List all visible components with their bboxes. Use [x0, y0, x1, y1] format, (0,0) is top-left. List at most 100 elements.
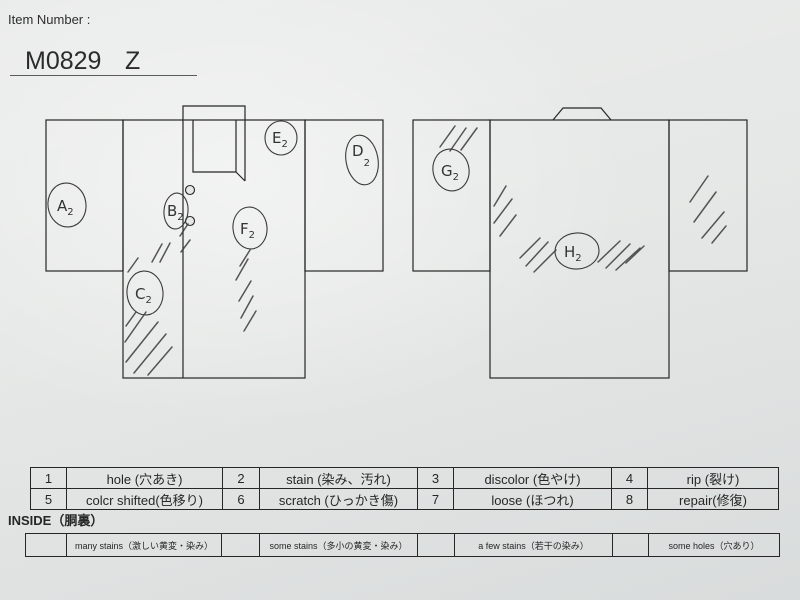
- damage-marker-f: F2: [232, 206, 268, 250]
- damage-type-label: stain (染み、汚れ): [259, 467, 418, 489]
- front-right-sleeve: [304, 119, 384, 272]
- marker-label: G2: [441, 162, 459, 183]
- damage-type-label: rip (裂け): [647, 467, 779, 489]
- marker-index: 2: [281, 139, 287, 150]
- inside-checkbox-cell: [221, 533, 260, 557]
- marker-index: 2: [145, 295, 151, 306]
- item-number-underline: [10, 75, 197, 76]
- stain-hatch-stroke: [605, 243, 631, 269]
- inside-option-label: some stains（多小の黄変・染み）: [259, 533, 418, 557]
- stain-hatch-stroke: [625, 245, 645, 264]
- stain-hatch-stroke: [615, 247, 641, 271]
- marker-label: D2: [352, 142, 370, 169]
- front-stain-hatching: [124, 223, 257, 376]
- stain-hatch-stroke: [239, 249, 251, 267]
- stain-hatch-stroke: [159, 242, 171, 263]
- stain-hatch-stroke: [597, 240, 621, 263]
- stain-hatch-stroke: [499, 214, 517, 237]
- inside-option-label: many stains（激しい黄変・染み）: [66, 533, 222, 557]
- damage-type-number: 5: [30, 488, 67, 510]
- stain-hatch-stroke: [533, 249, 557, 273]
- stain-hatch-stroke: [127, 257, 139, 273]
- stain-hatch-stroke: [439, 125, 456, 148]
- front-diagram: A2 B2 C2 D2 E2 F2: [45, 105, 384, 379]
- damage-legend-table: 1 hole (穴あき) 2 stain (染み、汚れ) 3 discolor …: [30, 467, 779, 510]
- damage-type-number: 4: [611, 467, 648, 489]
- damage-type-label: scratch (ひっかき傷): [259, 488, 418, 510]
- inside-section-title: INSIDE（胴裏）: [8, 513, 104, 528]
- damage-marker-h: H2: [554, 232, 600, 270]
- damage-type-number: 8: [611, 488, 648, 510]
- marker-circle: [232, 206, 268, 250]
- stain-hatch-stroke: [493, 185, 507, 207]
- stain-hatch-stroke: [449, 127, 467, 152]
- damage-marker-d: D2: [345, 134, 379, 186]
- marker-letter: B: [167, 202, 177, 220]
- damage-marker-c: C2: [126, 270, 164, 316]
- back-diagram: G2 H2: [412, 107, 748, 379]
- inside-option-label: a few stains（若干の染み）: [454, 533, 613, 557]
- marker-letter: C: [135, 285, 145, 303]
- stain-hatch-stroke: [180, 239, 191, 253]
- damage-marker-a: A2: [47, 182, 87, 228]
- marker-index: 2: [575, 253, 581, 264]
- marker-letter: G: [441, 162, 453, 180]
- front-collar: [182, 105, 246, 378]
- marker-index: 2: [249, 230, 255, 241]
- stain-hatch-stroke: [711, 225, 727, 244]
- damage-type-number: 1: [30, 467, 67, 489]
- back-collar: [552, 107, 612, 121]
- stain-hatch-stroke: [147, 346, 173, 376]
- inside-option-label: some holes（穴あり）: [648, 533, 780, 557]
- inside-checkbox-cell: [612, 533, 649, 557]
- stain-hatch-stroke: [460, 127, 478, 151]
- marker-circle: [264, 120, 298, 156]
- inside-row: many stains（激しい黄変・染み） some stains（多小の黄変・…: [25, 533, 780, 557]
- marker-label: C2: [135, 285, 152, 306]
- damage-marker-e: E2: [264, 120, 298, 156]
- inside-checkbox-cell: [25, 533, 67, 557]
- marker-circle: [47, 182, 87, 228]
- back-left-sleeve: [412, 119, 491, 272]
- stain-hatch-stroke: [701, 211, 725, 239]
- marker-label: E2: [272, 129, 288, 150]
- marker-letter: D: [352, 142, 364, 160]
- back-right-sleeve: [668, 119, 748, 272]
- front-tie-loop-upper: [184, 184, 196, 196]
- stain-hatch-stroke: [133, 333, 167, 374]
- item-number-suffix: Z: [125, 47, 141, 75]
- marker-index: 2: [364, 158, 370, 169]
- marker-label: H2: [564, 243, 582, 264]
- inside-condition-table: many stains（激しい黄変・染み） some stains（多小の黄変・…: [25, 533, 780, 557]
- marker-letter: A: [57, 197, 68, 215]
- damage-type-number: 7: [417, 488, 454, 510]
- damage-type-label: hole (穴あき): [66, 467, 223, 489]
- stain-hatch-stroke: [693, 191, 717, 223]
- damage-type-label: discolor (色やけ): [453, 467, 612, 489]
- marker-circle: [345, 134, 379, 186]
- stain-hatch-stroke: [125, 311, 137, 327]
- damage-marker-b: B2: [163, 192, 189, 230]
- stain-hatch-stroke: [238, 280, 252, 302]
- marker-circle: [126, 270, 164, 316]
- damage-type-number: 6: [222, 488, 260, 510]
- marker-letter: F: [240, 220, 249, 238]
- stain-hatch-stroke: [125, 321, 159, 363]
- legend-row: 5 colcr shifted(色移り) 6 scratch (ひっかき傷) 7…: [30, 488, 779, 510]
- legend-row: 1 hole (穴あき) 2 stain (染み、汚れ) 3 discolor …: [30, 467, 779, 489]
- damage-type-label: repair(修復): [647, 488, 779, 510]
- stain-hatch-stroke: [124, 311, 147, 343]
- damage-legend-body: 1 hole (穴あき) 2 stain (染み、汚れ) 3 discolor …: [30, 467, 779, 510]
- damage-marker-g: G2: [432, 148, 470, 192]
- marker-index: 2: [177, 212, 183, 223]
- inside-checkbox-cell: [417, 533, 455, 557]
- item-number-label: Item Number :: [8, 12, 91, 27]
- front-left-sleeve: [45, 119, 124, 272]
- damage-type-label: colcr shifted(色移り): [66, 488, 223, 510]
- stain-hatch-stroke: [519, 237, 541, 259]
- stain-hatch-stroke: [179, 223, 189, 237]
- damage-type-number: 3: [417, 467, 454, 489]
- marker-index: 2: [67, 207, 73, 218]
- inside-condition-body: many stains（激しい黄変・染み） some stains（多小の黄変・…: [25, 533, 780, 557]
